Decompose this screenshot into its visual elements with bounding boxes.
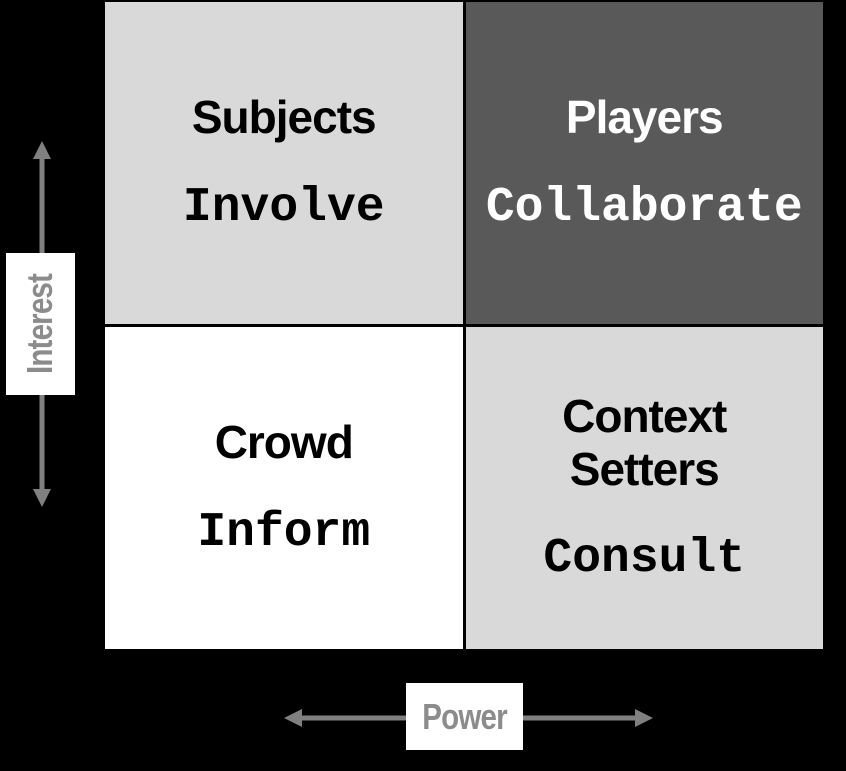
arrow-down-icon bbox=[33, 489, 51, 507]
quadrant-title: Players bbox=[565, 91, 724, 144]
interest-axis-label-text: Interest bbox=[19, 273, 61, 375]
quadrant-action: Consult bbox=[543, 532, 746, 587]
quadrant-subjects: Subjects Involve bbox=[105, 2, 463, 324]
quadrant-action: Inform bbox=[197, 506, 371, 561]
quadrant-crowd: Crowd Inform bbox=[105, 327, 463, 649]
quadrant-title: Subjects bbox=[191, 91, 377, 144]
interest-axis-label: Interest bbox=[6, 253, 75, 395]
power-axis-label: Power bbox=[406, 683, 523, 750]
quadrant-action: Involve bbox=[182, 181, 385, 236]
power-axis-label-text: Power bbox=[422, 695, 507, 737]
quadrant-action: Collaborate bbox=[485, 181, 803, 236]
quadrant-title: Context Setters bbox=[562, 389, 727, 495]
arrow-up-icon bbox=[33, 141, 51, 159]
quadrant-context-setters: Context Setters Consult bbox=[465, 327, 823, 649]
quadrant-grid: Subjects Involve Players Collaborate Cro… bbox=[102, 0, 826, 652]
quadrant-title: Crowd bbox=[214, 416, 354, 469]
arrow-left-icon bbox=[284, 709, 302, 727]
quadrant-players: Players Collaborate bbox=[465, 2, 823, 324]
arrow-right-icon bbox=[635, 709, 653, 727]
